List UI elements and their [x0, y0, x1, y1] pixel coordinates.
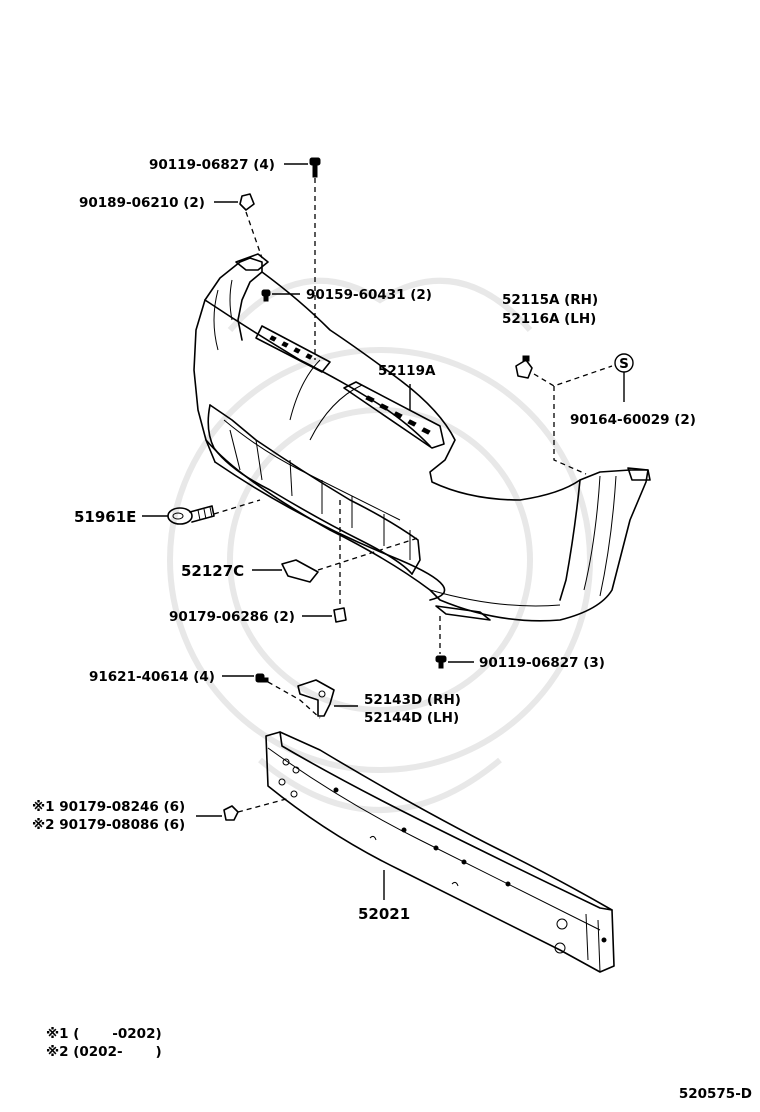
note-1: ※1 ( -0202) — [46, 1026, 162, 1042]
diagram-code: 520575-D — [679, 1086, 752, 1102]
label-clip-top-left: 90189-06210 (2) — [79, 195, 205, 211]
footnotes: ※1 ( -0202) ※2 (0202- ) — [46, 1026, 162, 1060]
part-labels: 90119-06827 (4) 90189-06210 (2) 90159-60… — [32, 157, 696, 923]
label-bolt-lower: 90119-06827 (3) — [479, 655, 605, 671]
label-nut-reinf-1: ※1 90179-08246 (6) — [32, 799, 185, 815]
reinforcement-holes — [278, 758, 607, 954]
clip-lower-icon — [333, 607, 347, 623]
label-bumper-cover: 52119A — [378, 363, 436, 379]
leader-lines — [142, 163, 625, 900]
bracket-lower-icon — [297, 679, 335, 717]
nut-bracket-icon — [255, 673, 269, 683]
label-bracket-upper-lh: 52116A (LH) — [502, 311, 596, 327]
screw-upper-icon — [261, 289, 271, 302]
label-clip-side-s: 90164-60029 (2) — [570, 412, 696, 428]
svg-text:S: S — [619, 356, 629, 372]
bolt-top-icon — [309, 157, 321, 178]
label-towing-hook: 51961E — [74, 508, 136, 526]
label-nut-bracket: 91621-40614 (4) — [89, 669, 215, 685]
note-2: ※2 (0202- ) — [46, 1044, 162, 1060]
label-clip-lower: 90179-06286 (2) — [169, 609, 295, 625]
nut-reinforcement-icon — [223, 805, 239, 821]
reinforcement-drawing — [265, 731, 615, 973]
clip-top-left-icon — [239, 193, 255, 211]
retainer-icon — [281, 559, 319, 583]
assembly-dashed-lines — [213, 178, 613, 813]
bracket-upper-icon — [515, 355, 533, 379]
bumper-cover-drawing — [193, 253, 651, 622]
label-reinforcement: 52021 — [358, 905, 410, 923]
label-bolt-top: 90119-06827 (4) — [149, 157, 275, 173]
bolt-lower-icon — [435, 655, 447, 669]
label-bracket-lower-rh: 52143D (RH) — [364, 692, 461, 708]
label-bracket-upper-rh: 52115A (RH) — [502, 292, 598, 308]
label-nut-reinf-2: ※2 90179-08086 (6) — [32, 817, 185, 833]
label-screw-upper: 90159-60431 (2) — [306, 287, 432, 303]
symbol-s-icon: S — [614, 353, 634, 373]
label-retainer: 52127C — [181, 562, 244, 580]
label-bracket-lower-lh: 52144D (LH) — [364, 710, 459, 726]
